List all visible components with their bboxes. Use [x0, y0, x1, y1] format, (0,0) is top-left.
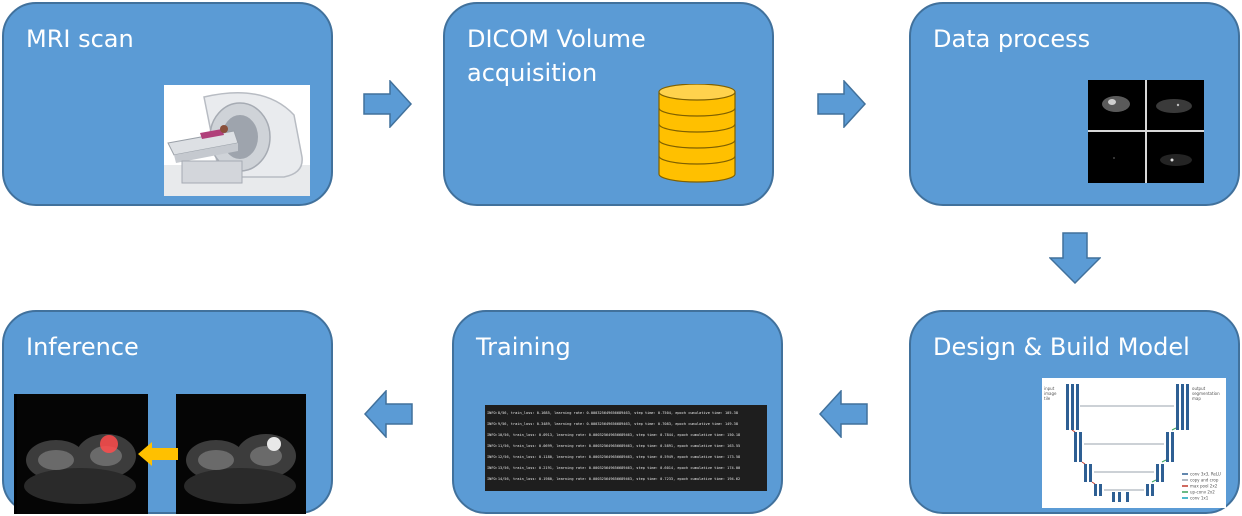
mri-slices-grid-image	[1088, 80, 1204, 183]
step-training: Training INFO:8/56, train_loss: 0.1685, …	[452, 310, 783, 514]
arrow-right-icon	[817, 80, 867, 128]
step-dicom-volume-acquisition: DICOM Volume acquisition	[443, 2, 774, 206]
svg-text:tile: tile	[1044, 396, 1051, 401]
arrow-left-icon	[363, 390, 413, 438]
arrow-left-icon	[818, 390, 868, 438]
training-log-line: INFO:10/56, train_loss: 0.0913, learning…	[487, 433, 741, 437]
step-mri-scan: MRI scan	[2, 2, 333, 206]
training-log-line: INFO:8/56, train_loss: 0.1685, learning …	[487, 411, 738, 415]
training-log-console: INFO:8/56, train_loss: 0.1685, learning …	[485, 405, 767, 491]
unet-legend-item: conv 3x3, ReLU	[1190, 472, 1221, 477]
step-title: MRI scan	[26, 25, 134, 53]
unet-legend-item: conv 1x1	[1190, 496, 1209, 501]
inference-images	[14, 394, 306, 514]
unet-legend-item: max pool 2x2	[1190, 484, 1218, 489]
unet-legend-item: copy and crop	[1190, 478, 1219, 483]
inference-arrow-icon	[138, 442, 178, 466]
svg-text:map: map	[1192, 396, 1201, 401]
unet-legend: conv 3x3, ReLU copy and crop max pool 2x…	[1182, 472, 1221, 501]
tumor-highlight	[100, 435, 118, 453]
arrow-down-icon	[1049, 232, 1101, 284]
step-title: Data process	[933, 25, 1091, 53]
step-title: Design & Build Model	[933, 333, 1190, 361]
unet-input-label: input	[1044, 386, 1055, 391]
arrow-right-icon	[363, 80, 413, 128]
training-log-line: INFO:9/56, train_loss: 0.3489, learning …	[487, 422, 738, 426]
training-log-line: INFO:14/56, train_loss: 0.1980, learning…	[487, 477, 741, 481]
mri-machine-icon	[164, 85, 310, 196]
database-icon	[658, 84, 736, 183]
training-log-line: INFO:13/56, train_loss: 0.2191, learning…	[487, 466, 741, 470]
svg-text:image: image	[1044, 391, 1057, 396]
training-log-line: INFO:12/56, train_loss: 0.1180, learning…	[487, 455, 741, 459]
unet-legend-item: up-conv 2x2	[1190, 490, 1215, 495]
step-data-process: Data process	[909, 2, 1240, 206]
unet-output-label: output	[1192, 386, 1206, 391]
step-title: Inference	[26, 333, 139, 361]
unet-architecture-diagram: input image tile output segmentation map…	[1042, 378, 1226, 508]
training-log-line: INFO:11/56, train_loss: 0.0699, learning…	[487, 444, 741, 448]
step-design-build-model: Design & Build Model	[909, 310, 1240, 514]
step-inference: Inference	[2, 310, 333, 514]
svg-text:segmentation: segmentation	[1192, 391, 1220, 396]
step-title: Training	[476, 333, 571, 361]
step-title: DICOM Volume acquisition	[467, 25, 646, 87]
